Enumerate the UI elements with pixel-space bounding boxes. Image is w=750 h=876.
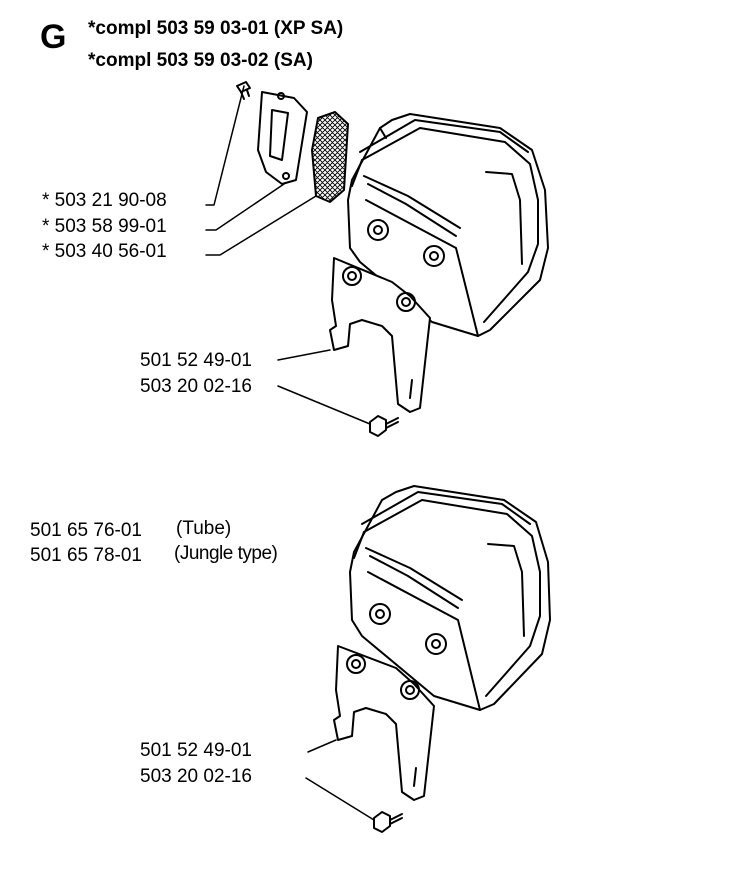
part-label-muffler-jungle: 501 65 78-01 — [30, 545, 142, 566]
screw-top-icon — [369, 415, 399, 437]
leader-line-screen — [205, 195, 317, 256]
muffler-type-tube: (Tube) — [176, 518, 232, 539]
part-label-screw-top: 503 20 02-16 — [140, 376, 252, 397]
leader-line-bracket-bottom — [307, 739, 337, 753]
part-label-screw-small: * 503 21 90-08 — [42, 190, 167, 211]
leader-line-gasket — [205, 183, 285, 231]
part-label-gasket: * 503 58 99-01 — [42, 216, 167, 237]
spark-screen-icon — [311, 111, 349, 203]
header-line-2: *compl 503 59 03-02 (SA) — [88, 50, 313, 72]
bracket-top-icon — [329, 257, 431, 413]
section-letter: G — [40, 18, 67, 56]
header-number-2: 503 59 03-02 (SA) — [156, 50, 313, 71]
leader-line-screw-bottom — [305, 777, 375, 821]
gasket-icon — [257, 91, 308, 185]
screw-bottom-icon — [373, 811, 403, 833]
leader-line-screw-top — [277, 385, 371, 425]
header-line-1: *compl 503 59 03-01 (XP SA) — [88, 18, 343, 40]
header-prefix-2: *compl — [88, 50, 152, 71]
header-prefix-1: *compl — [88, 18, 152, 39]
part-label-muffler-tube: 501 65 76-01 — [30, 520, 142, 541]
muffler-top-icon — [347, 113, 549, 337]
leader-line-screw-small — [205, 85, 245, 206]
part-label-bracket-top: 501 52 49-01 — [140, 350, 252, 371]
bracket-bottom-icon — [333, 645, 435, 801]
muffler-bottom-icon — [349, 485, 551, 711]
part-label-screw-bottom: 503 20 02-16 — [140, 766, 252, 787]
leader-line-bracket-top — [277, 349, 331, 361]
muffler-type-jungle: (Jungle type) — [174, 543, 278, 564]
part-label-screen: * 503 40 56-01 — [42, 241, 167, 262]
part-label-bracket-bottom: 501 52 49-01 — [140, 740, 252, 761]
header-number-1: 503 59 03-01 (XP SA) — [156, 18, 344, 39]
